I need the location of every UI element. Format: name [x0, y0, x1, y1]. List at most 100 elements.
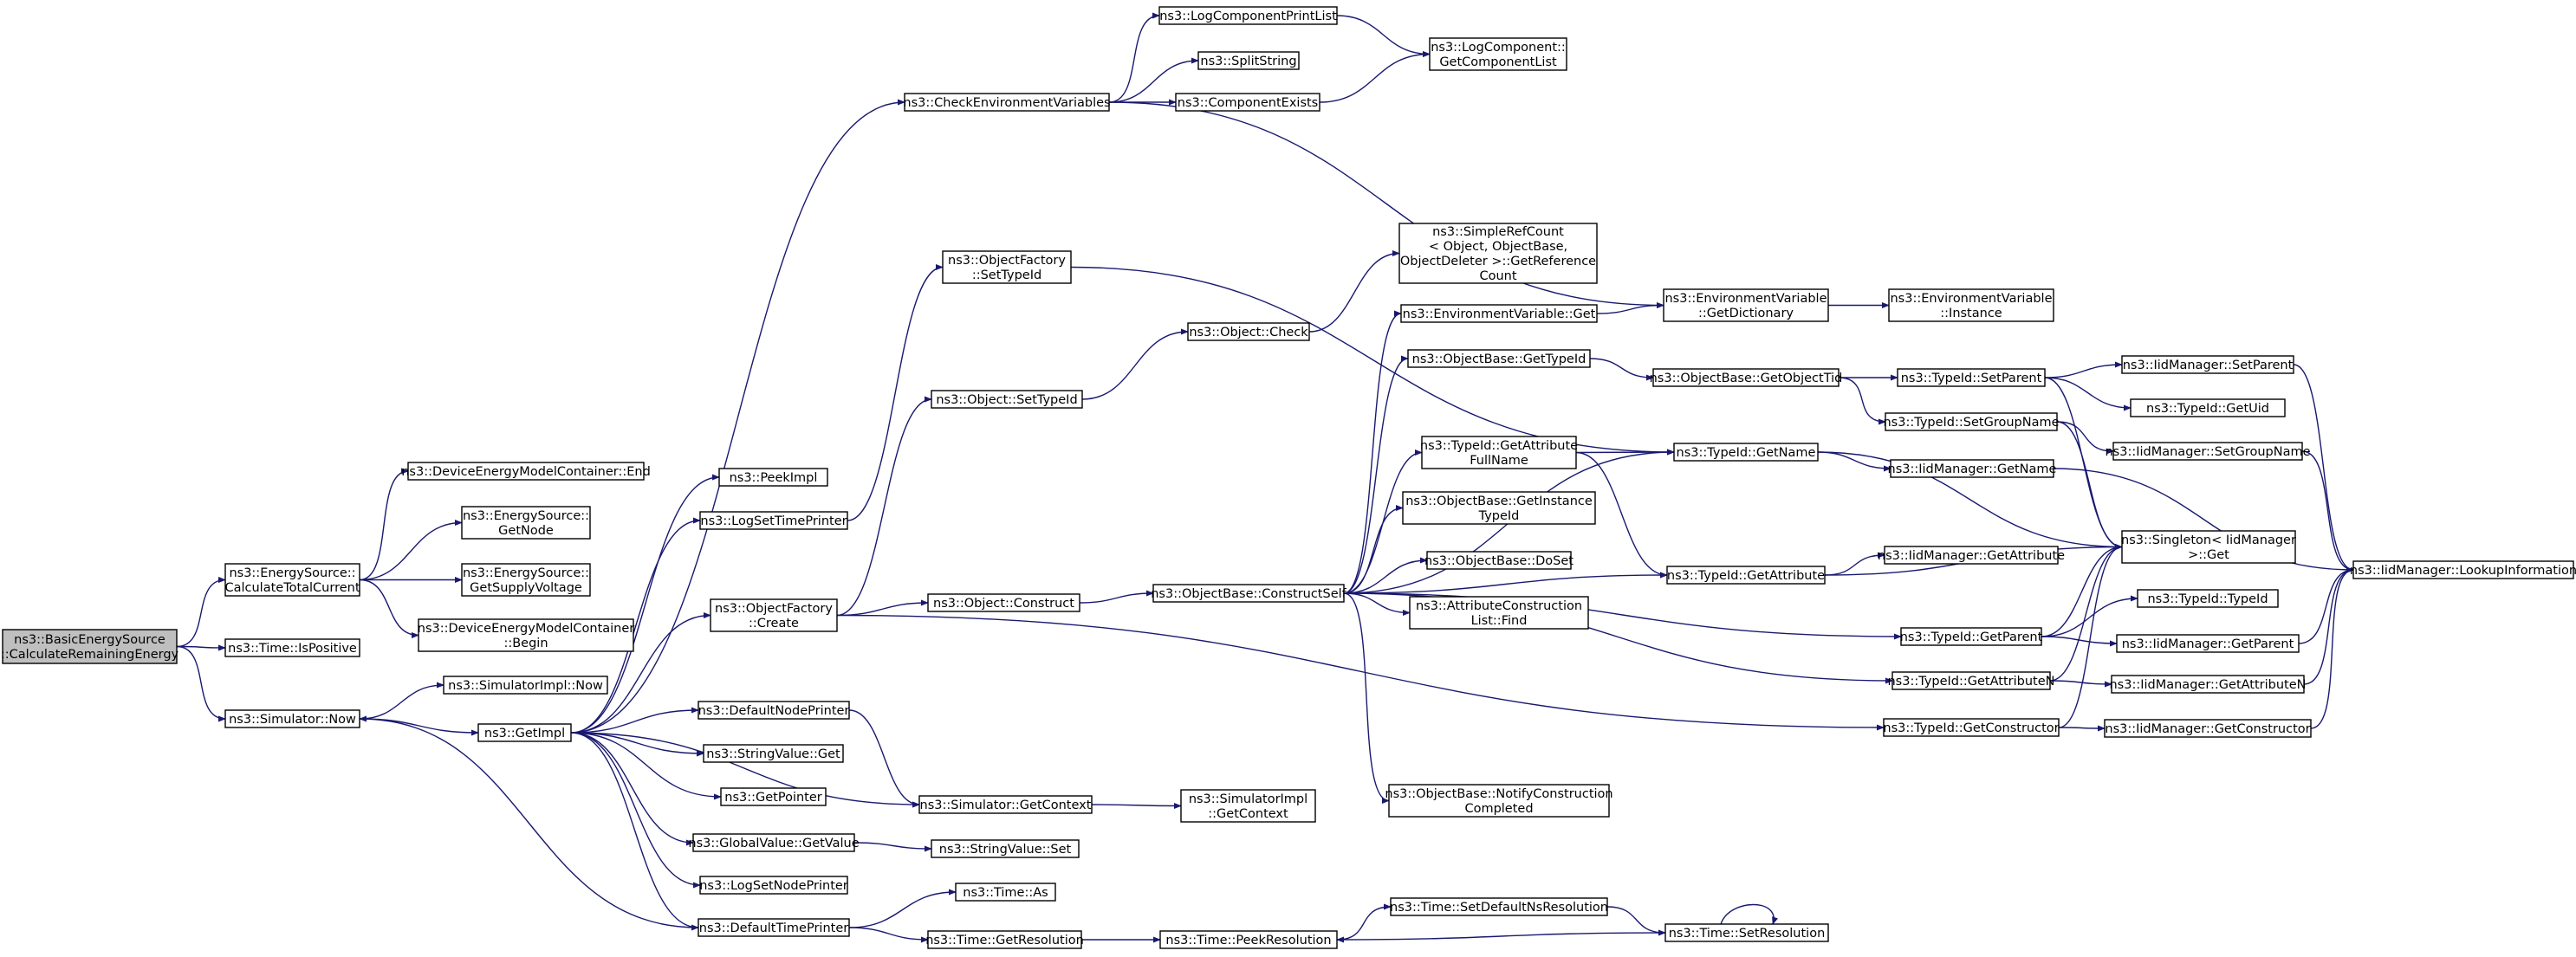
- function-node-typeid_getuid[interactable]: ns3::TypeId::GetUid: [2130, 398, 2286, 417]
- function-node-typeid_setgroup[interactable]: ns3::TypeId::SetGroupName: [1883, 412, 2060, 431]
- function-node-objbase_doset[interactable]: ns3::ObjectBase::DoSet: [1424, 551, 1574, 570]
- function-node-time_setres[interactable]: ns3::Time::SetResolution: [1664, 923, 1829, 942]
- node-label: ns3::ObjectBase::DoSet: [1424, 554, 1574, 568]
- node-box: [1388, 784, 1610, 818]
- call-edge-getimpl-to-peekimpl: [570, 474, 720, 734]
- function-node-sim_now[interactable]: ns3::Simulator::Now: [224, 709, 360, 728]
- function-node-iid_getconstr[interactable]: ns3::IidManager::GetConstructor: [2104, 719, 2312, 738]
- function-node-checkenv[interactable]: ns3::CheckEnvironmentVariables: [903, 93, 1111, 112]
- function-node-getpointer[interactable]: ns3::GetPointer: [720, 787, 827, 806]
- function-node-es_getnode[interactable]: ns3::EnergySource::GetNode: [461, 506, 591, 540]
- function-node-objbase_cself[interactable]: ns3::ObjectBase::ConstructSelf: [1151, 584, 1347, 603]
- function-node-sim_getctx[interactable]: ns3::Simulator::GetContext: [918, 795, 1093, 814]
- function-node-iid_lookup[interactable]: ns3::IidManager::LookupInformation: [2350, 560, 2576, 579]
- function-node-simimpl_ctx[interactable]: ns3::SimulatorImpl::GetContext: [1180, 789, 1316, 823]
- function-node-strval_get[interactable]: ns3::StringValue::Get: [703, 744, 844, 763]
- function-node-envvar_get[interactable]: ns3::EnvironmentVariable::Get: [1400, 304, 1598, 323]
- call-edge-sim_getctx-to-simimpl_ctx: [1091, 802, 1182, 810]
- call-edge-typeid_getattrfull-to-typeid_getname: [1575, 449, 1675, 456]
- call-edge-checkenv-to-logcompprint: [1108, 12, 1160, 103]
- function-node-singleton[interactable]: ns3::Singleton< IidManager>::Get: [2121, 530, 2296, 564]
- node-label: ns3::LogComponent::: [1431, 41, 1566, 55]
- function-node-typeid_setparent[interactable]: ns3::TypeId::SetParent: [1897, 368, 2046, 387]
- function-node-calc_total[interactable]: ns3::EnergySource::CalculateTotalCurrent: [224, 563, 360, 597]
- function-node-demc_begin[interactable]: ns3::DeviceEnergyModelContainer::Begin: [418, 618, 635, 652]
- node-label: ns3::TypeId::SetGroupName: [1883, 416, 2059, 430]
- function-node-strval_set[interactable]: ns3::StringValue::Set: [931, 839, 1080, 858]
- function-node-iid_getname[interactable]: ns3::IidManager::GetName: [1888, 459, 2057, 478]
- call-edge-time_setres-to-time_peekres: [1336, 932, 1666, 943]
- node-box: [1884, 546, 2059, 565]
- function-node-typeid_getattr[interactable]: ns3::TypeId::GetAttribute: [1666, 566, 1826, 585]
- function-node-typeid_getattrn[interactable]: ns3::TypeId::GetAttributeN: [1887, 671, 2055, 690]
- function-node-es_supply[interactable]: ns3::EnergySource::GetSupplyVoltage: [461, 563, 591, 597]
- node-box: [443, 676, 608, 695]
- call-edge-calc_total-to-es_getnode: [359, 519, 463, 581]
- function-node-splitstring[interactable]: ns3::SplitString: [1197, 51, 1300, 70]
- function-node-time_as[interactable]: ns3::Time::As: [955, 883, 1056, 902]
- function-node-objbase_getobjtid[interactable]: ns3::ObjectBase::GetObjectTid: [1650, 368, 1843, 387]
- function-node-iid_setparent[interactable]: ns3::IidManager::SetParent: [2121, 355, 2294, 374]
- function-node-typeid_getname[interactable]: ns3::TypeId::GetName: [1673, 443, 1819, 462]
- call-edge-time_setdefns-to-time_setres: [1606, 906, 1666, 936]
- function-node-logsetnode[interactable]: ns3::LogSetNodePrinter: [699, 876, 848, 895]
- node-label: ns3::TypeId::SetParent: [1901, 372, 2042, 385]
- function-node-logcomp_getlist[interactable]: ns3::LogComponent::GetComponentList: [1429, 37, 1567, 71]
- function-node-obj_settype[interactable]: ns3::Object::SetTypeId: [931, 390, 1083, 409]
- node-box: [1409, 596, 1589, 630]
- function-node-objbase_notify[interactable]: ns3::ObjectBase::NotifyConstructionCompl…: [1385, 784, 1613, 818]
- node-label: ns3::Singleton< IidManager: [2121, 533, 2296, 547]
- node-box: [461, 563, 591, 597]
- function-node-time_setdefns[interactable]: ns3::Time::SetDefaultNsResolution: [1390, 897, 1608, 916]
- function-node-typeid_getparent[interactable]: ns3::TypeId::GetParent: [1900, 627, 2043, 646]
- function-node-peekimpl[interactable]: ns3::PeekImpl: [718, 468, 828, 487]
- function-node-envvar_getdict[interactable]: ns3::EnvironmentVariable::GetDictionary: [1663, 288, 1829, 322]
- call-edge-root-to-time_ispos: [176, 644, 226, 651]
- function-node-time_ispos[interactable]: ns3::Time::IsPositive: [224, 638, 360, 657]
- function-node-time_peekres[interactable]: ns3::Time::PeekResolution: [1159, 930, 1338, 949]
- node-label: GetComponentList: [1439, 55, 1557, 69]
- node-label: ns3::TypeId::GetConstructor: [1883, 721, 2059, 735]
- node-label: ns3::LogComponentPrintList: [1159, 10, 1337, 23]
- node-label: ns3::TypeId::GetName: [1677, 446, 1816, 460]
- function-node-objfac_create[interactable]: ns3::ObjectFactory::Create: [710, 598, 838, 632]
- function-node-globval_get[interactable]: ns3::GlobalValue::GetValue: [688, 833, 860, 852]
- function-node-demc_end[interactable]: ns3::DeviceEnergyModelContainer::End: [401, 462, 651, 481]
- function-node-simplerefcount[interactable]: ns3::SimpleRefCount< Object, ObjectBase,…: [1398, 223, 1598, 284]
- function-node-iid_setgroup[interactable]: ns3::IidManager::SetGroupName: [2105, 442, 2311, 461]
- function-node-time_getres[interactable]: ns3::Time::GetResolution: [925, 930, 1084, 949]
- function-node-obj_construct[interactable]: ns3::Object::Construct: [927, 593, 1080, 612]
- edge-layer: [176, 12, 2354, 943]
- call-edge-root-to-sim_now: [176, 645, 226, 722]
- function-node-envvar_instance[interactable]: ns3::EnvironmentVariable::Instance: [1888, 288, 2054, 322]
- function-node-iid_getattrn[interactable]: ns3::IidManager::GetAttributeN: [2109, 675, 2307, 694]
- function-node-objfac_settype[interactable]: ns3::ObjectFactory::SetTypeId: [942, 250, 1072, 284]
- node-label: ns3::EnvironmentVariable: [1890, 292, 2052, 306]
- call-edge-typeid_setgroup-to-singleton: [2056, 421, 2123, 551]
- function-node-logsettime[interactable]: ns3::LogSetTimePrinter: [699, 511, 848, 530]
- function-node-iid_getparent[interactable]: ns3::IidManager::GetParent: [2116, 634, 2300, 653]
- function-node-getimpl[interactable]: ns3::GetImpl: [477, 723, 572, 742]
- function-node-simimpl_now[interactable]: ns3::SimulatorImpl::Now: [443, 676, 608, 695]
- call-edge-getimpl-to-logsetnode: [570, 732, 701, 889]
- function-node-deftimeprinter[interactable]: ns3::DefaultTimePrinter: [698, 918, 850, 937]
- function-node-obj_check[interactable]: ns3::Object::Check: [1187, 322, 1310, 341]
- node-box: [2352, 560, 2574, 579]
- node-label: ns3::EnvironmentVariable::Get: [1403, 307, 1596, 321]
- function-node-typeid_getconstr[interactable]: ns3::TypeId::GetConstructor: [1883, 718, 2060, 737]
- node-box: [1152, 584, 1345, 603]
- node-box: [931, 390, 1083, 409]
- function-node-compexists[interactable]: ns3::ComponentExists: [1175, 93, 1320, 112]
- function-node-iid_getattr[interactable]: ns3::IidManager::GetAttribute: [1878, 546, 2065, 565]
- node-box: [718, 468, 828, 487]
- function-node-typeid_typeid[interactable]: ns3::TypeId::TypeId: [2137, 589, 2279, 608]
- call-edge-deftimeprinter-to-sim_now: [359, 715, 699, 928]
- function-node-logcompprint[interactable]: ns3::LogComponentPrintList: [1158, 6, 1338, 25]
- function-node-objbase_gettypeid[interactable]: ns3::ObjectBase::GetTypeId: [1407, 349, 1591, 368]
- node-box: [2130, 398, 2286, 417]
- function-node-root[interactable]: ns3::BasicEnergySource::CalculateRemaini…: [1, 629, 179, 664]
- function-node-defnodeprinter[interactable]: ns3::DefaultNodePrinter: [698, 701, 850, 720]
